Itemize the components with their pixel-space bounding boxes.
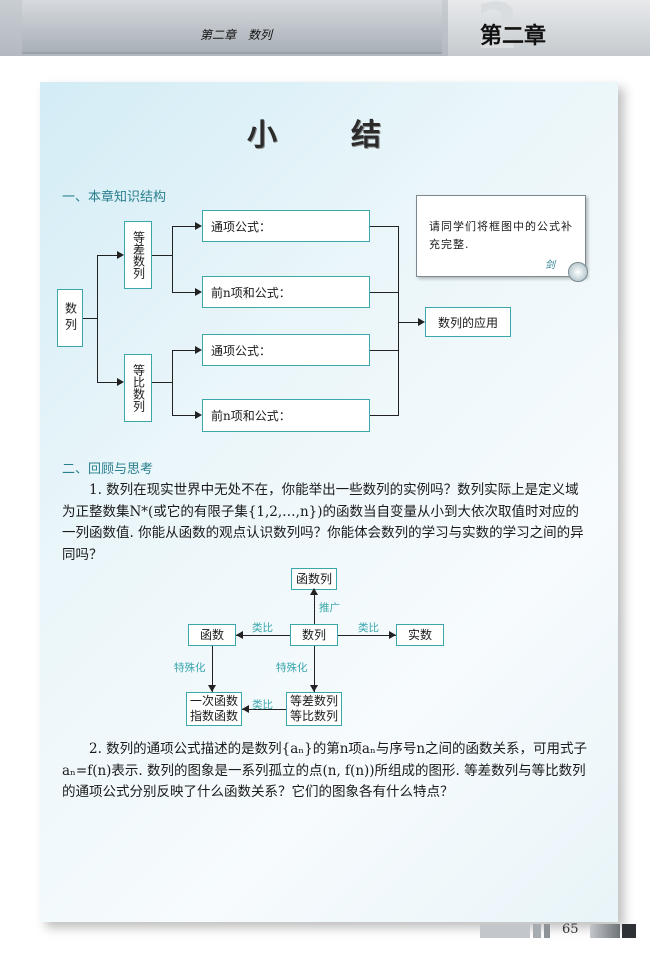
arrow (389, 631, 396, 639)
connector (172, 292, 195, 293)
arrow (117, 251, 124, 259)
node-sequence: 数列 (57, 289, 83, 347)
connector (152, 255, 172, 256)
header-right-panel (448, 0, 650, 56)
node-arithmetic: 等差数列 (124, 221, 152, 289)
box-geom-general: 通项公式： (202, 334, 370, 366)
label-analogy-bottom: 类比 (252, 699, 273, 711)
connector (314, 590, 315, 624)
running-header: 第二章 数列 (200, 28, 273, 42)
label-analogy-right: 类比 (358, 622, 379, 634)
page-title: 小 结 (247, 118, 403, 153)
node-sequence-center: 数列 (290, 624, 338, 646)
question-1: 1. 数列在现实世界中无处不在，你能举出一些数列的实例吗？数列实际上是定义域为正… (62, 482, 584, 563)
footer-bar (480, 924, 530, 938)
node-function-sequence: 函数列 (291, 568, 337, 590)
box-arith-general-label: 通项公式： (211, 219, 272, 234)
connector (172, 350, 173, 416)
connector (172, 415, 195, 416)
box-geom-sum: 前n项和公式： (202, 399, 370, 432)
connector (398, 226, 399, 416)
connector (370, 415, 398, 416)
arrow (310, 588, 318, 595)
connector (314, 646, 315, 692)
label-analogy-left: 类比 (252, 622, 273, 634)
label-specialize-center: 特殊化 (276, 662, 308, 674)
connector (97, 255, 117, 256)
connector (83, 318, 97, 319)
box-geom-general-label: 通项公式： (211, 343, 272, 358)
chapter-number-watermark: 2 (476, 0, 520, 63)
arrow (195, 222, 202, 230)
connector (97, 255, 98, 382)
connector (212, 646, 213, 692)
connector (398, 322, 418, 323)
page-number: 65 (562, 922, 579, 937)
connector (236, 635, 290, 636)
footer-bar (544, 924, 550, 938)
arrow (418, 318, 425, 326)
connector (370, 350, 398, 351)
arrow (242, 705, 249, 713)
chapter-label: 第二章 (480, 24, 547, 49)
connector (242, 709, 286, 710)
node-arith-geom: 等差数列 等比数列 (286, 692, 342, 726)
connector (172, 350, 195, 351)
node-sequence-center-label: 数列 (301, 627, 326, 642)
connector (152, 382, 172, 383)
node-geometric-label: 等比数列 (131, 364, 146, 412)
node-function-sequence-label: 函数列 (295, 571, 332, 586)
node-real-number: 实数 (396, 624, 444, 646)
node-arithmetic-label: 等差数列 (131, 231, 146, 279)
arrow (236, 631, 243, 639)
box-geom-sum-label: 前n项和公式： (211, 409, 291, 423)
question-2: 2. 数列的通项公式描述的是数列{aₙ}的第n项aₙ与序号n之间的函数关系，可用… (62, 741, 588, 800)
arrow (208, 685, 216, 692)
connector (172, 226, 173, 293)
arrow (117, 378, 124, 386)
arrow (195, 288, 202, 296)
pin-icon (568, 262, 588, 282)
node-geometric: 等比数列 (124, 354, 152, 422)
footer-bar (533, 924, 541, 938)
label-generalize: 推广 (319, 602, 340, 614)
box-application-label: 数列的应用 (437, 315, 498, 330)
arrow (195, 346, 202, 354)
connector (370, 292, 398, 293)
label-specialize-left: 特殊化 (174, 662, 206, 674)
node-function-label: 函数 (199, 627, 224, 642)
header-left-panel (22, 0, 442, 54)
sticky-note-text: 请同学们将框图中的公式补充完整. (429, 220, 573, 251)
footer-bar (590, 924, 620, 938)
footer-bar (622, 924, 636, 938)
node-arith-geom-label: 等差数列 等比数列 (289, 694, 338, 723)
box-arith-general: 通项公式： (202, 210, 370, 242)
section-heading-2: 二、回顾与思考 (62, 462, 154, 477)
node-linear-exponential-label: 一次函数 指数函数 (189, 694, 238, 723)
connector (338, 635, 396, 636)
connector (370, 226, 398, 227)
node-sequence-label: 数列 (63, 302, 78, 334)
sticky-note: 请同学们将框图中的公式补充完整. 剑 (416, 195, 586, 277)
box-application: 数列的应用 (425, 307, 511, 337)
node-real-number-label: 实数 (407, 627, 432, 642)
connector (97, 382, 117, 383)
section-heading-1: 一、本章知识结构 (62, 190, 167, 205)
sticky-note-signature: 剑 (545, 260, 555, 271)
arrow (195, 411, 202, 419)
box-arith-sum-label: 前n项和公式： (211, 285, 291, 300)
connector (172, 226, 195, 227)
node-linear-exponential: 一次函数 指数函数 (186, 692, 242, 726)
node-function: 函数 (188, 624, 236, 646)
arrow (310, 685, 318, 692)
box-arith-sum: 前n项和公式： (202, 276, 370, 308)
